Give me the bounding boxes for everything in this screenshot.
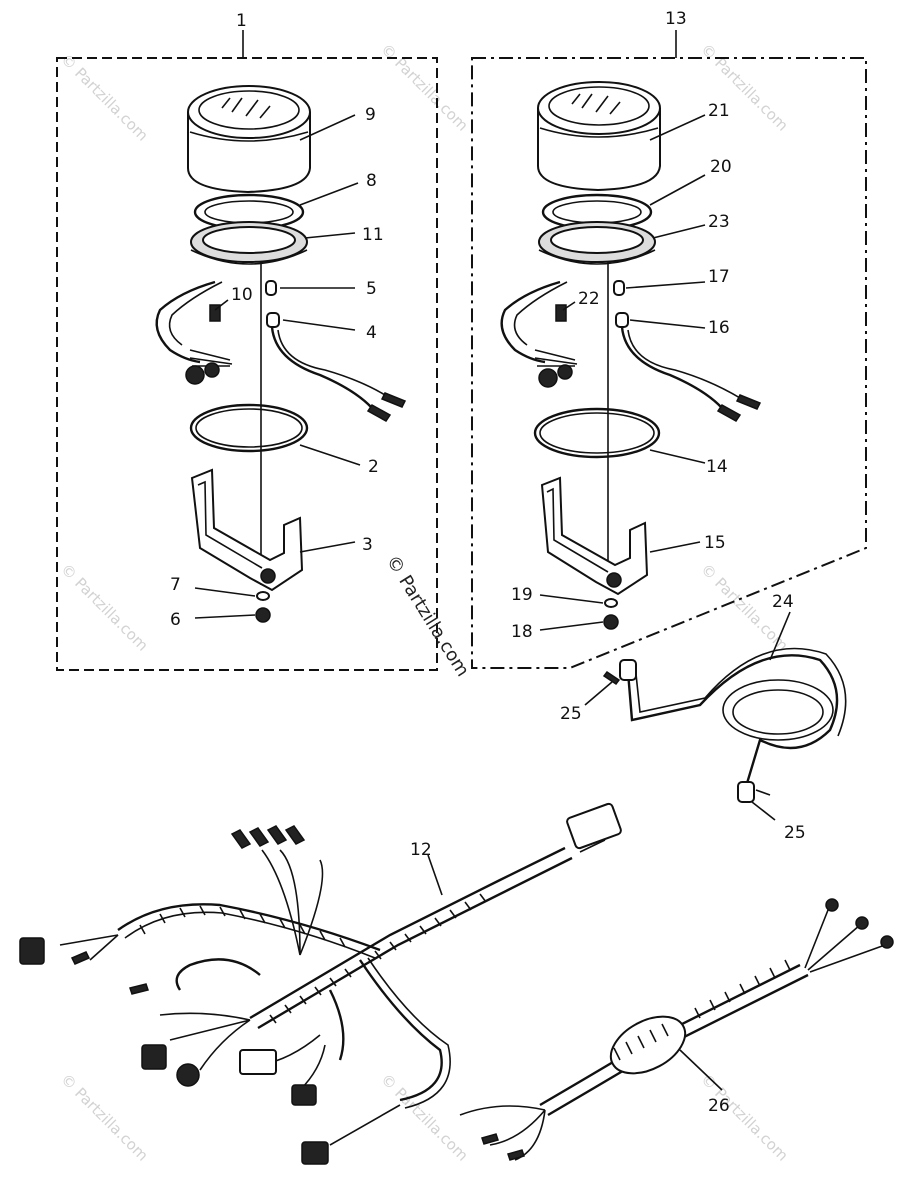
meter-bracket-left (190, 221, 308, 265)
watermark: © Partzilla.com (377, 40, 472, 135)
small-parts-left (209, 280, 280, 328)
callout-7: 7 (170, 575, 181, 595)
washer-nut-right (603, 598, 619, 630)
leader-line-12 (427, 854, 443, 896)
callout-labels: 1 9 8 11 5 10 4 2 3 7 6 13 21 20 23 17 2… (170, 9, 806, 1116)
callout-26: 26 (708, 1096, 730, 1116)
group-1-outline (56, 30, 438, 671)
callout-3: 3 (362, 535, 373, 555)
o-ring-right (533, 407, 661, 459)
callout-9: 9 (365, 105, 376, 125)
callout-18: 18 (511, 622, 533, 642)
callout-11: 11 (362, 225, 384, 245)
callout-1: 1 (236, 11, 247, 31)
gauge-meter-left (187, 85, 311, 194)
extension-wire-harness (459, 898, 894, 1161)
callout-20: 20 (710, 157, 732, 177)
leader-lines-right (539, 114, 706, 631)
washer-nut-left (255, 591, 271, 623)
leader-line-26 (679, 1049, 723, 1091)
callout-16: 16 (708, 318, 730, 338)
meter-bracket-right (538, 221, 656, 265)
callout-13: 13 (665, 9, 687, 29)
callout-14: 14 (706, 457, 728, 477)
center-watermark: © Partzilla.com (382, 552, 473, 681)
watermark: © Partzilla.com (377, 1070, 472, 1165)
callout-8: 8 (366, 171, 377, 191)
mounting-bracket-left (190, 468, 304, 592)
leader-lines-left (194, 114, 361, 619)
gauge-meter-right (537, 81, 661, 192)
watermark: © Partzilla.com (57, 560, 152, 655)
main-wire-harness (19, 802, 622, 1165)
mounting-bracket-right (540, 476, 649, 596)
watermark: © Partzilla.com (697, 1070, 792, 1165)
callout-25-bottom: 25 (784, 823, 806, 843)
callout-10: 10 (231, 285, 253, 305)
callout-17: 17 (708, 267, 730, 287)
callout-22: 22 (578, 289, 600, 309)
group-13-outline (471, 30, 867, 669)
callout-2: 2 (368, 457, 379, 477)
speedometer-hose (602, 647, 847, 803)
callout-15: 15 (704, 533, 726, 553)
callout-6: 6 (170, 610, 181, 630)
callout-4: 4 (366, 323, 377, 343)
callout-12: 12 (410, 840, 432, 860)
callout-21: 21 (708, 101, 730, 121)
watermark: © Partzilla.com (57, 1070, 152, 1165)
meter-lead-wires-left (155, 280, 407, 422)
callout-24: 24 (772, 592, 794, 612)
o-ring-left (189, 403, 309, 453)
callout-5: 5 (366, 279, 377, 299)
watermark: © Partzilla.com (57, 50, 152, 145)
callout-19: 19 (511, 585, 533, 605)
callout-23: 23 (708, 212, 730, 232)
leader-lines-hose (584, 611, 791, 821)
callout-25-top: 25 (560, 704, 582, 724)
meter-lead-wires-right (500, 280, 762, 422)
